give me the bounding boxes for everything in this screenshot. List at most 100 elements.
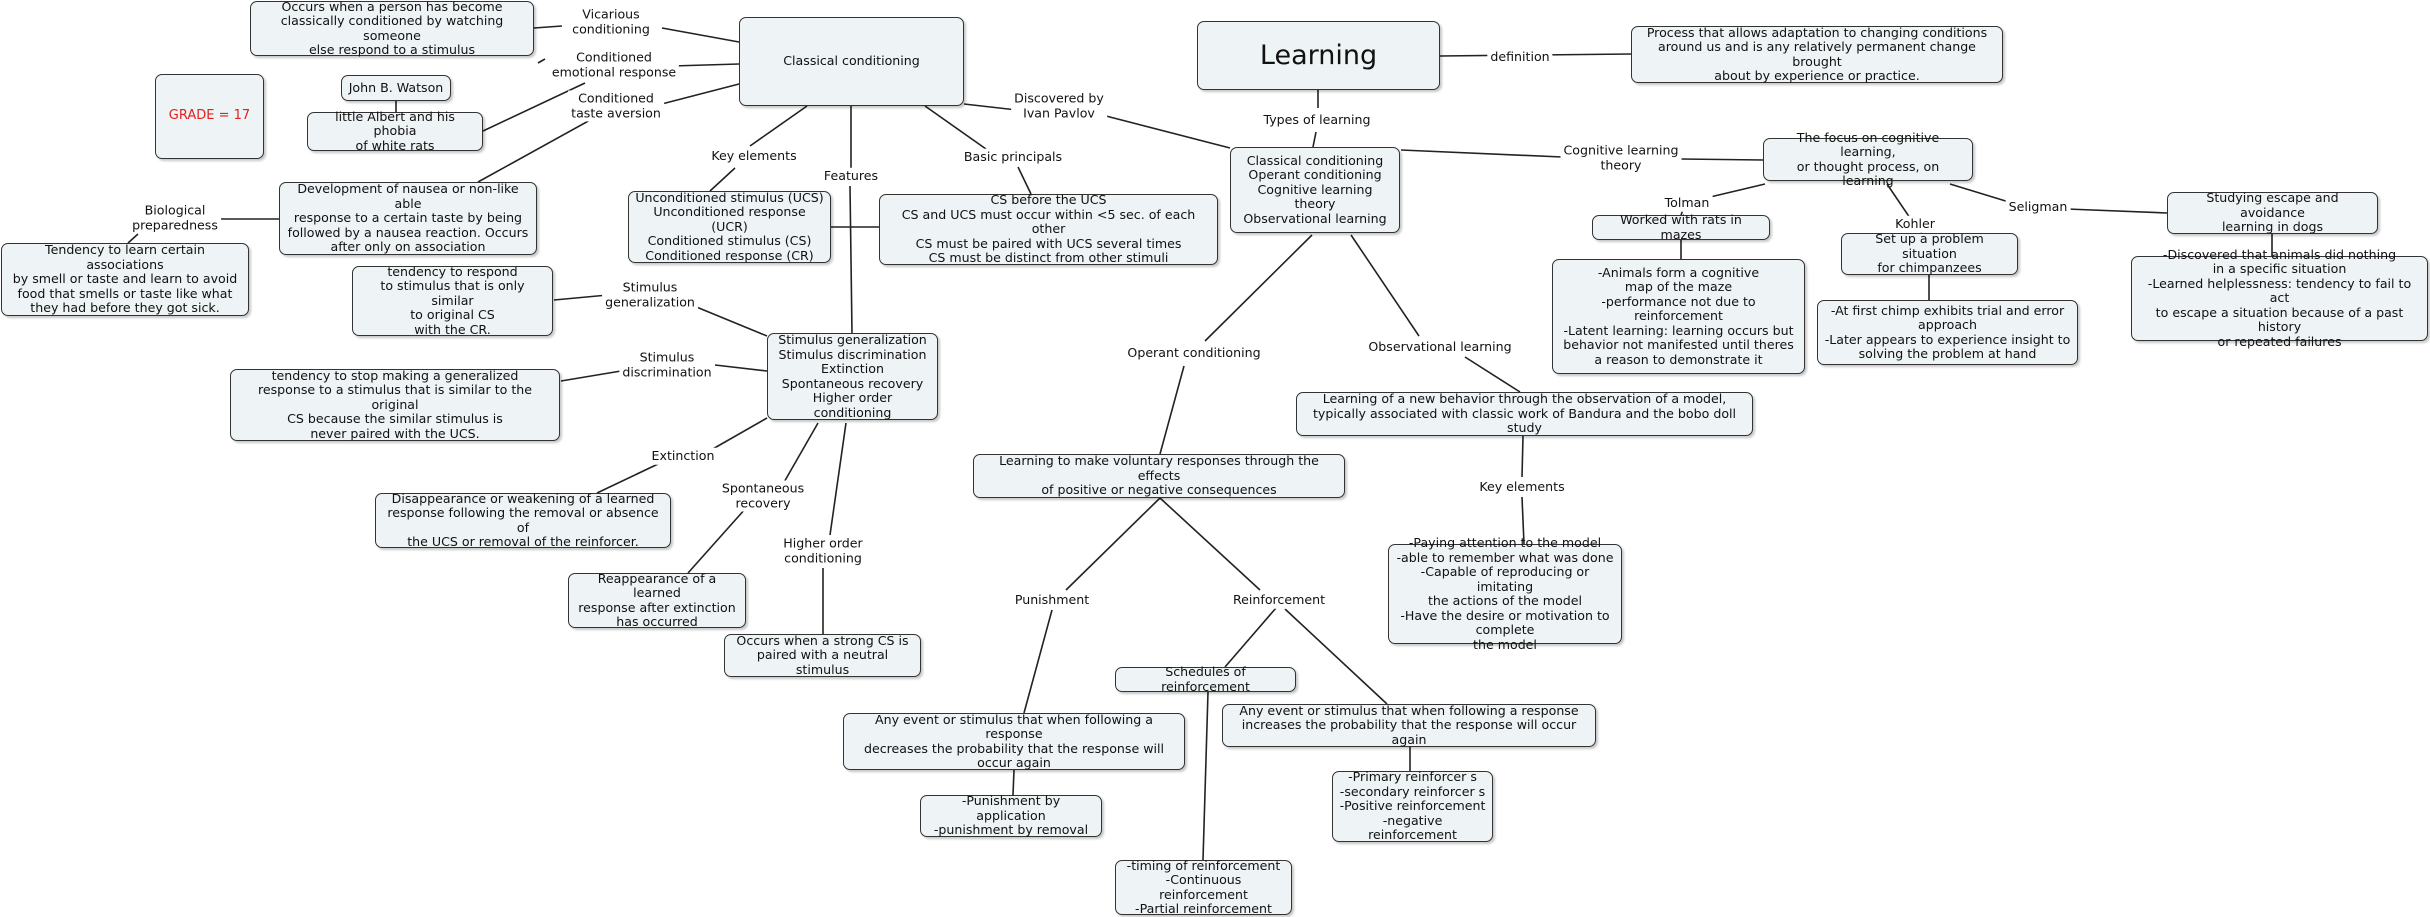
connector-line [1705,183,1766,199]
node-discrimination-definition: tendency to stop making a generalized re… [230,368,560,441]
connector-line [671,63,740,67]
node-basic-principals: CS before the UCS CS and UCS must occur … [879,193,1218,265]
label-basic-principals: Basic principals [960,148,1066,166]
connector-line [749,105,808,147]
connector-line [1012,769,1015,796]
node-observational-key-elements: -Paying attention to the model -able to … [1388,535,1622,651]
connector-line [533,25,563,29]
connector-line [537,58,546,64]
label-definition: definition [1487,48,1553,66]
node-observational-learning: Learning of a new behavior through the o… [1296,392,1753,436]
connector-line [1224,607,1277,668]
node-cognitive-learning: The focus on cognitive learning, or thou… [1763,130,1973,188]
label-features: Features [820,167,882,185]
connector-line [553,294,609,301]
connector-line [653,83,740,107]
node-operant-conditioning: Learning to make voluntary responses thr… [973,454,1345,498]
connector-line [661,27,740,43]
label-higher-order: Higher order conditioning [780,535,866,567]
connector-line [1017,166,1032,195]
label-spontaneous-recovery: Spontaneous recovery [718,480,808,512]
label-vicarious-conditioning: Vicarious conditioning [569,6,653,38]
connector-line [1204,234,1313,342]
node-seligman-details: -Discovered that animals did nothing in … [2131,247,2428,349]
connector-line [1159,365,1185,455]
node-little-albert: little Albert and his phobia of white ra… [307,109,483,153]
label-observational-key-elements: Key elements [1476,478,1568,496]
connector-line [560,370,622,382]
connector-line [829,422,847,536]
node-types-of-learning: Classical conditioning Operant condition… [1230,147,1400,233]
connector-line [1886,183,1911,219]
label-observational-learning: Observational learning [1365,338,1515,356]
label-tolman: Tolman [1661,194,1713,212]
label-seligman: Seligman [2005,198,2071,216]
node-punishment-types: -Punishment by application -punishment b… [920,794,1102,837]
connector-line [1464,356,1521,393]
connector-line [1284,608,1388,705]
node-schedules-of-reinforcement: Schedules of reinforcement [1115,664,1296,693]
label-discovered-by: Discovered by Ivan Pavlov [1011,90,1107,122]
connector-line [127,233,139,244]
connector-line [1312,131,1317,148]
connector-line [849,185,853,334]
connector-line [687,507,747,574]
connector-line [1400,149,1563,158]
node-spontaneous-recovery-definition: Reappearance of a learned response after… [568,571,746,629]
connector-line [963,103,1018,111]
label-types-of-learning: Types of learning [1260,111,1374,129]
label-stimulus-discrimination: Stimulus discrimination [619,349,715,381]
node-schedule-types: -timing of reinforcement -Continuous rei… [1115,858,1292,916]
node-biological-preparedness-definition: Tendency to learn certain associations b… [1,243,249,316]
node-extinction-definition: Disappearance or weakening of a learned … [375,491,671,549]
node-kohler-details: -At first chimp exhibits trial and error… [1817,300,2078,365]
node-reinforcement-definition: Any event or stimulus that when followin… [1222,703,1596,747]
connector-line [482,82,586,132]
connector-line [710,417,768,451]
node-definition: Process that allows adaptation to changi… [1631,25,2003,83]
label-kohler: Kohler [1892,215,1938,233]
node-key-elements: Unconditioned stimulus (UCS) Uncondition… [628,190,831,263]
connector-line [924,105,987,150]
connector-line [1521,435,1524,478]
connector-line [1350,234,1420,337]
connector-line [477,118,593,183]
label-key-elements: Key elements [708,147,800,165]
label-biological-preparedness: Biological preparedness [129,202,221,234]
connector-line [693,305,768,337]
node-higher-order-definition: Occurs when a strong CS is paired with a… [724,633,921,677]
node-taste-aversion-definition: Development of nausea or non-like able r… [279,182,537,255]
label-punishment: Punishment [1011,591,1093,609]
connector-line [709,167,736,192]
connector-line [714,364,768,372]
label-taste-aversion: Conditioned taste aversion [568,90,664,122]
node-learning: Learning [1197,21,1440,90]
node-tolman: Worked with rats in mazes [1592,212,1770,241]
connector-line [1202,691,1209,861]
node-kohler: Set up a problem situation for chimpanze… [1841,232,2018,275]
node-seligman: Studying escape and avoidance learning i… [2167,191,2378,234]
connector-line [1023,609,1053,714]
connector-line [782,422,819,485]
node-classical-conditioning: Classical conditioning [739,17,964,106]
label-operant-conditioning: Operant conditioning [1124,344,1264,362]
label-emotional-response: Conditioned emotional response [548,49,680,81]
node-grade: GRADE = 17 [155,74,264,159]
connector-line [1159,497,1261,591]
label-extinction: Extinction [648,447,718,465]
label-cognitive-learning-theory: Cognitive learning theory [1560,142,1682,174]
node-generalization-definition: tendency to respond to stimulus that is … [352,264,553,337]
connector-line [1105,115,1231,149]
node-punishment-definition: Any event or stimulus that when followin… [843,712,1185,770]
node-reinforcement-types: -Primary reinforcer s -secondary reinfor… [1332,770,1493,842]
label-stimulus-generalization: Stimulus generalization [602,279,698,311]
connector-line [596,463,659,494]
node-tolman-details: -Animals form a cognitive map of the maz… [1552,259,1805,374]
node-watson: John B. Watson [341,75,451,101]
node-vicarious-definition: Occurs when a person has become classica… [250,0,534,57]
connector-line [1521,496,1525,545]
label-reinforcement: Reinforcement [1229,591,1329,609]
connector-line [1065,497,1161,591]
connector-line [1680,158,1764,161]
